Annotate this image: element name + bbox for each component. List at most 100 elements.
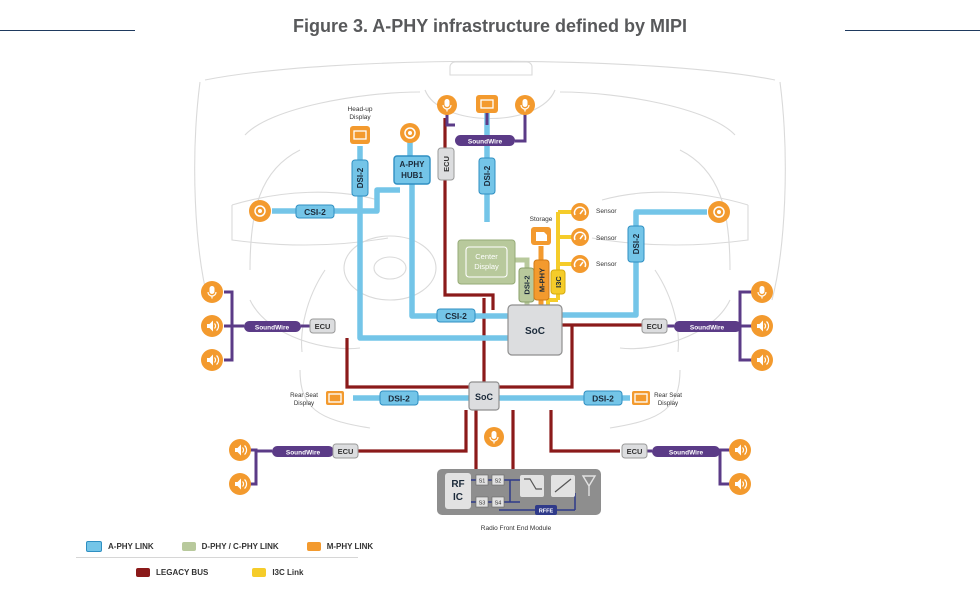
legend-legacy: LEGACY BUS — [136, 568, 208, 577]
headup-label: Head-up — [348, 106, 373, 113]
storage: Storage — [530, 216, 553, 245]
rear-display-label: Display — [658, 400, 679, 407]
storage-icon — [536, 232, 547, 241]
headup-label: Display — [349, 114, 371, 121]
soundwire-label: SoundWire — [255, 325, 290, 332]
speaker-rear-left-2 — [229, 473, 251, 495]
speaker-rear-left-1 — [229, 439, 251, 461]
rf-ic-label: IC — [453, 492, 463, 503]
camera-left — [249, 200, 271, 222]
soundwire-label: SoundWire — [690, 325, 725, 332]
dsi2-text: DSI-2 — [356, 167, 365, 188]
mic-top-right — [515, 95, 535, 115]
dsi2-text: DSI-2 — [388, 394, 410, 404]
legend-swatch — [306, 542, 321, 551]
camera-right — [708, 201, 730, 223]
legend-swatch — [136, 568, 150, 577]
display-top — [476, 95, 498, 113]
mic-front-right — [751, 281, 773, 303]
soc-rear: SoC — [468, 381, 500, 411]
soundwire-bus-rear-left: SoundWire — [272, 446, 334, 457]
csi2-label-center: CSI-2 — [436, 308, 476, 323]
soundwire-bus-rear-right: SoundWire — [652, 446, 720, 457]
legend-label: D-PHY / C-PHY LINK — [201, 542, 279, 551]
rf-ic-label: RF — [451, 479, 464, 490]
legend-swatch — [86, 541, 102, 552]
car-interior-outline — [194, 60, 786, 429]
legend-label: LEGACY BUS — [156, 568, 209, 577]
switch-label: S1 — [479, 479, 486, 485]
dsi2-text: DSI-2 — [632, 233, 641, 254]
dsi2-label-center: DSI-2 — [478, 157, 496, 195]
legend-row-1: A-PHY LINK D-PHY / C-PHY LINK M-PHY LINK — [86, 541, 373, 552]
aphy-hub-label: HUB1 — [401, 171, 423, 180]
sensor-label: Sensor — [596, 261, 617, 268]
sensor-label: Sensor — [596, 208, 617, 215]
ecu-front-left: ECU — [309, 318, 336, 334]
soundwire-bus-front-right: SoundWire — [674, 321, 741, 332]
sensor-top: Sensor — [571, 203, 617, 221]
csi2-text: CSI-2 — [445, 311, 467, 321]
dsi2-label-headup: DSI-2 — [351, 159, 369, 197]
ecu-text: ECU — [315, 322, 331, 331]
aphy-hub: A-PHY HUB1 — [393, 155, 431, 185]
soundwire-label: SoundWire — [286, 450, 321, 457]
csi2-text: CSI-2 — [304, 207, 326, 217]
storage-label: Storage — [530, 216, 553, 223]
switch-block-icon — [520, 475, 544, 497]
soc-main: SoC — [507, 304, 563, 356]
speaker-rear-right-2 — [729, 473, 751, 495]
mic-front-left — [201, 281, 223, 303]
ecu-text: ECU — [442, 156, 451, 172]
ecu-rear-left: ECU — [332, 443, 359, 459]
title-rule-right — [845, 30, 980, 31]
speaker-front-left-2 — [201, 349, 223, 371]
sensor-label: Sensor — [596, 235, 617, 242]
rear-seat-display-right: Rear Seat Display — [632, 391, 682, 407]
legend-divider — [76, 557, 358, 558]
rffe-label: RFFE — [539, 509, 554, 515]
soc-main-label: SoC — [525, 326, 545, 337]
soc-rear-label: SoC — [475, 392, 494, 402]
csi2-label-left: CSI-2 — [295, 204, 335, 219]
mphy-label: M-PHY — [533, 259, 550, 301]
mphy-text: M-PHY — [538, 268, 547, 292]
dsi2-text: DSI-2 — [592, 394, 614, 404]
switch-label: S2 — [495, 479, 502, 485]
soundwire-bus-front-left: SoundWire — [244, 321, 301, 332]
radio-module-caption: Radio Front End Module — [481, 525, 552, 532]
ecu-top: ECU — [437, 147, 455, 181]
rear-display-label: Rear Seat — [290, 392, 318, 399]
ecu-text: ECU — [627, 447, 643, 456]
ecu-text: ECU — [338, 447, 354, 456]
dsi2-label-right: DSI-2 — [627, 225, 645, 263]
sensor-bottom: Sensor — [571, 255, 617, 273]
dsi2-label-rear-right: DSI-2 — [583, 390, 623, 406]
rear-display-label: Rear Seat — [654, 392, 682, 399]
camera-hub — [400, 123, 420, 143]
ecu-front-right: ECU — [641, 318, 668, 334]
ecu-rear-right: ECU — [621, 443, 648, 459]
mic-top-left — [437, 95, 457, 115]
legend-aphy: A-PHY LINK — [86, 541, 154, 552]
rear-display-label: Display — [294, 400, 315, 407]
title-rule-left — [0, 30, 135, 31]
soundwire-label: SoundWire — [669, 450, 704, 457]
speaker-front-right-1 — [751, 315, 773, 337]
legend-label: I3C Link — [272, 568, 304, 577]
dsi2-label-rear-left: DSI-2 — [379, 390, 419, 406]
antenna-icon — [581, 475, 597, 496]
figure-title: Figure 3. A-PHY infrastructure defined b… — [292, 16, 688, 36]
i3c-label: I3C — [550, 269, 566, 295]
radio-front-end-module: RF IC S1 S2 S3 S4 RFFE — [437, 469, 601, 515]
speaker-front-left-1 — [201, 315, 223, 337]
soundwire-label: SoundWire — [468, 139, 503, 146]
speaker-rear-right-1 — [729, 439, 751, 461]
dsi2-text: DSI-2 — [523, 275, 532, 294]
legend-row-2: LEGACY BUS I3C Link — [136, 568, 303, 577]
rear-seat-display-left: Rear Seat Display — [290, 391, 344, 407]
i3c-text: I3C — [554, 276, 563, 288]
mic-rear-center — [484, 427, 504, 447]
center-display: Center Display — [457, 239, 516, 285]
